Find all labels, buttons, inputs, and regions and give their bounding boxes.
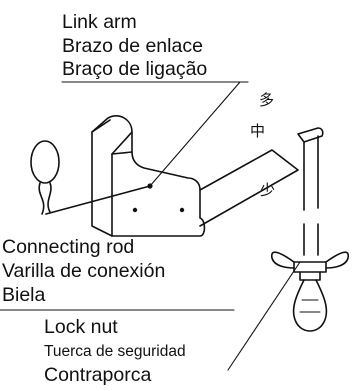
lock-nut-leader [227,261,301,371]
connecting-rod-label-en: Connecting rod [2,236,135,258]
control-shaft [297,127,324,256]
lock-nut-label-es: Tuerca de seguridad [44,343,186,360]
mark-middle: 中 [250,122,265,140]
link-arm-plate [91,115,206,237]
mark-more: 多 [259,91,274,109]
lock-nut-label-en: Lock nut [44,316,118,338]
link-arm-leader [149,81,241,187]
lock-nut-label-pt: Contraporca [44,364,152,386]
link-arm-label-en: Link arm [62,11,137,33]
connecting-rod-label-pt: Biela [2,284,46,306]
connecting-rod-label-es: Varilla de conexión [2,260,166,282]
throttle-knob [30,140,60,215]
range-plate [199,149,299,227]
knob-rod [45,185,151,215]
mark-less: 少 [260,181,275,199]
link-arm-label-pt: Braço de ligação [62,58,208,80]
shaft-handle [292,279,328,332]
wing-nut [270,251,350,281]
link-arm-label-es: Brazo de enlace [62,35,203,57]
